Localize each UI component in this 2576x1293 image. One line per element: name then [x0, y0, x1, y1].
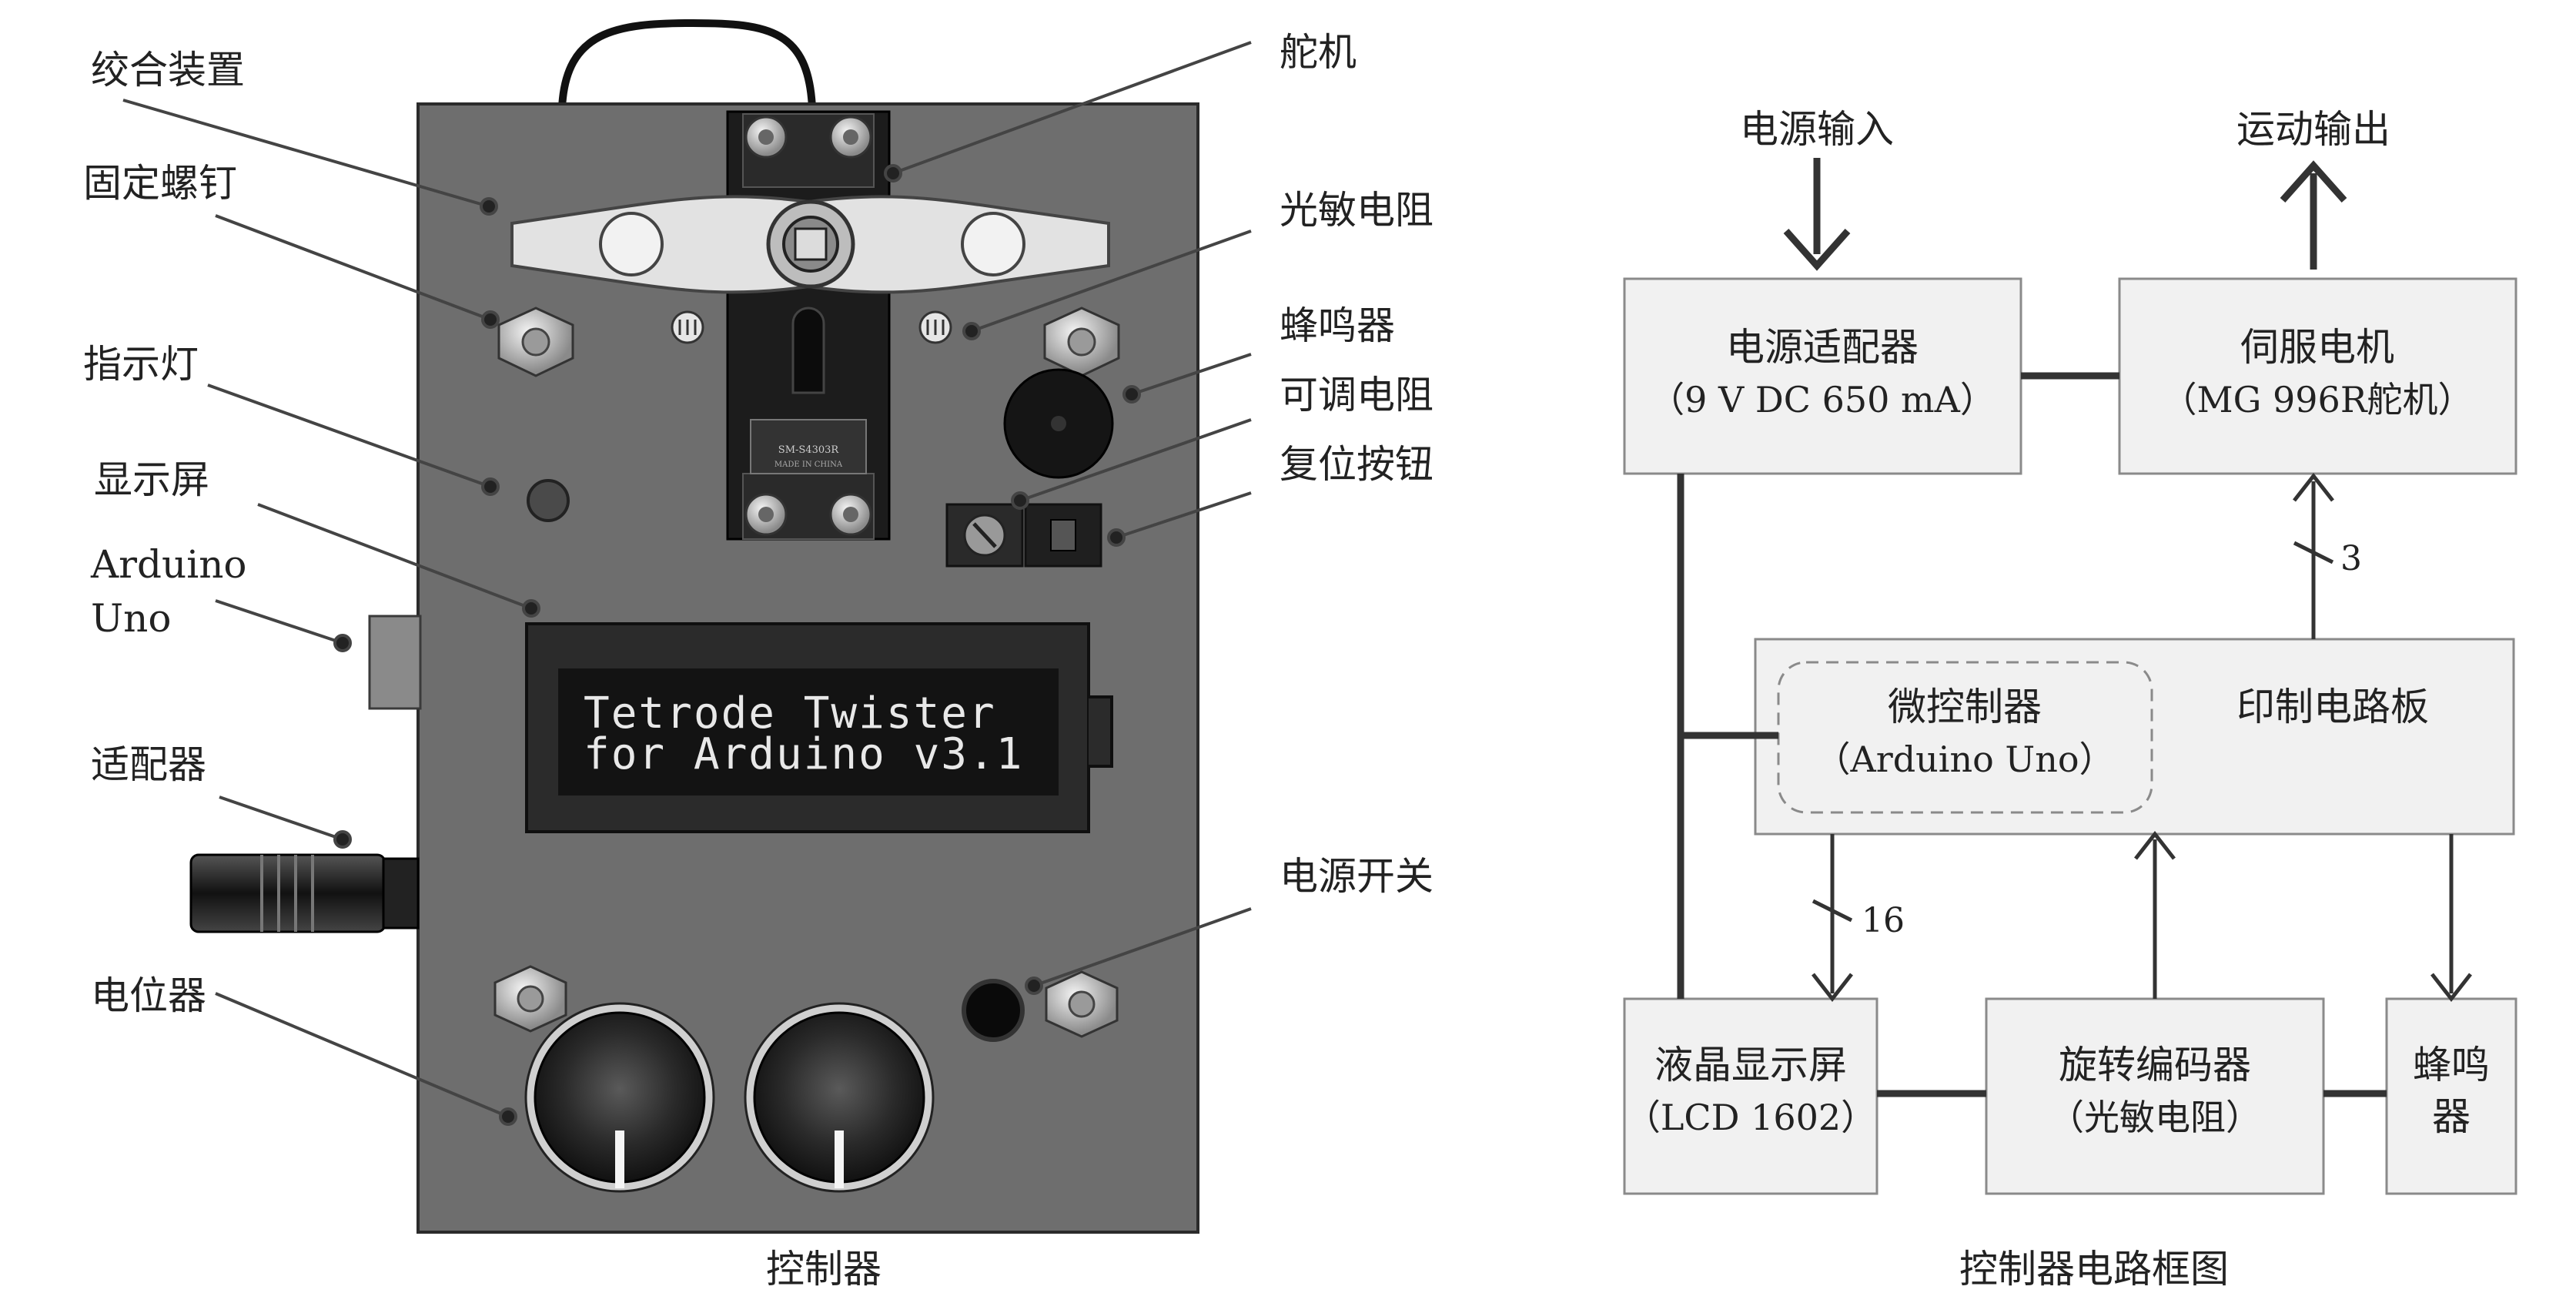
label-buzzer: 蜂鸣器	[1280, 303, 1395, 348]
arduino-uno-port	[368, 615, 422, 710]
servo-sticker	[750, 419, 867, 474]
bus-width-servo: 3	[2340, 539, 2362, 578]
power-input-label: 电源输入	[1740, 107, 1894, 152]
bus-width-lcd: 16	[1862, 901, 1905, 940]
controller-illustration: SM-S4303R MADE IN CHINA	[83, 18, 1434, 1291]
servo-sticker-text: SM-S4303R	[778, 444, 840, 456]
buzzer-box	[2385, 997, 2517, 1195]
buzzer-title-line1: 蜂鸣	[2413, 1043, 2490, 1087]
servo-sticker-subtext: MADE IN CHINA	[774, 461, 843, 469]
label-adjustable-resistor: 可调电阻	[1280, 373, 1434, 417]
buzzer-icon	[1003, 368, 1114, 479]
rotary-encoder-title: 旋转编码器	[2059, 1043, 2251, 1087]
potentiometer-knob	[524, 1002, 935, 1193]
lcd-model: （LCD 1602）	[1625, 1097, 1876, 1138]
lcd-line-2: for Arduino v3.1	[584, 729, 1023, 779]
servo-motor-box	[2118, 277, 2517, 475]
motion-output-label: 运动输出	[2236, 107, 2390, 152]
microcontroller-title: 微控制器	[1888, 685, 2042, 729]
servo-cable	[558, 18, 816, 109]
pcb-box	[1754, 638, 2515, 836]
servo-motor-model: （MG 996R舵机）	[2162, 379, 2474, 420]
adapter-jack	[189, 853, 420, 933]
block-diagram-caption: 控制器电路框图	[1959, 1247, 2229, 1291]
signal-connections	[1812, 472, 2472, 1003]
lcd-display-screen	[558, 668, 1059, 796]
photoresistor-icon	[671, 310, 952, 344]
label-servo: 舵机	[1280, 30, 1357, 75]
fixing-nut	[493, 307, 1120, 1038]
rotary-encoder-sensor: （光敏电阻）	[2049, 1097, 2261, 1138]
label-indicator-light: 指示灯	[83, 342, 199, 387]
label-uno: Uno	[91, 596, 171, 641]
label-reset-button: 复位按钮	[1280, 442, 1434, 487]
power-adapter-box	[1623, 277, 2022, 475]
label-fixing-screw: 固定螺钉	[83, 161, 237, 206]
label-arduino: Arduino	[90, 542, 247, 587]
lcd-line-1: Tetrode Twister	[584, 688, 996, 739]
label-potentiometer: 电位器	[91, 973, 206, 1018]
controller-caption: 控制器	[766, 1247, 882, 1291]
label-photoresistor: 光敏电阻	[1280, 188, 1434, 233]
pcb-label: 印制电路板	[2236, 685, 2429, 729]
indicator-light-icon	[527, 479, 570, 522]
circuit-block-diagram: 电源输入 运动输出 电源适配器 （9 V DC 650 mA） 伺服电机 （MG…	[1623, 107, 2517, 1291]
microcontroller-model: （Arduino Uno）	[1815, 739, 2114, 780]
label-power-switch: 电源开关	[1280, 854, 1434, 899]
lcd-box	[1623, 997, 1878, 1195]
power-switch-icon	[962, 979, 1025, 1042]
servo-screw	[744, 116, 872, 536]
leader-lines	[122, 41, 1252, 1126]
lcd-title: 液晶显示屏	[1654, 1043, 1847, 1087]
servo-motor-title: 伺服电机	[2240, 325, 2394, 370]
power-adapter-spec: （9 V DC 650 mA）	[1649, 379, 1996, 420]
servo-keyhole	[791, 307, 825, 394]
label-display: 显示屏	[94, 457, 209, 502]
label-twist-device: 绞合装置	[91, 48, 245, 92]
power-adapter-title: 电源适配器	[1726, 325, 1919, 370]
buzzer-title-line2: 器	[2432, 1094, 2471, 1139]
label-adapter: 适配器	[91, 742, 206, 787]
power-connections	[1677, 372, 2387, 1097]
